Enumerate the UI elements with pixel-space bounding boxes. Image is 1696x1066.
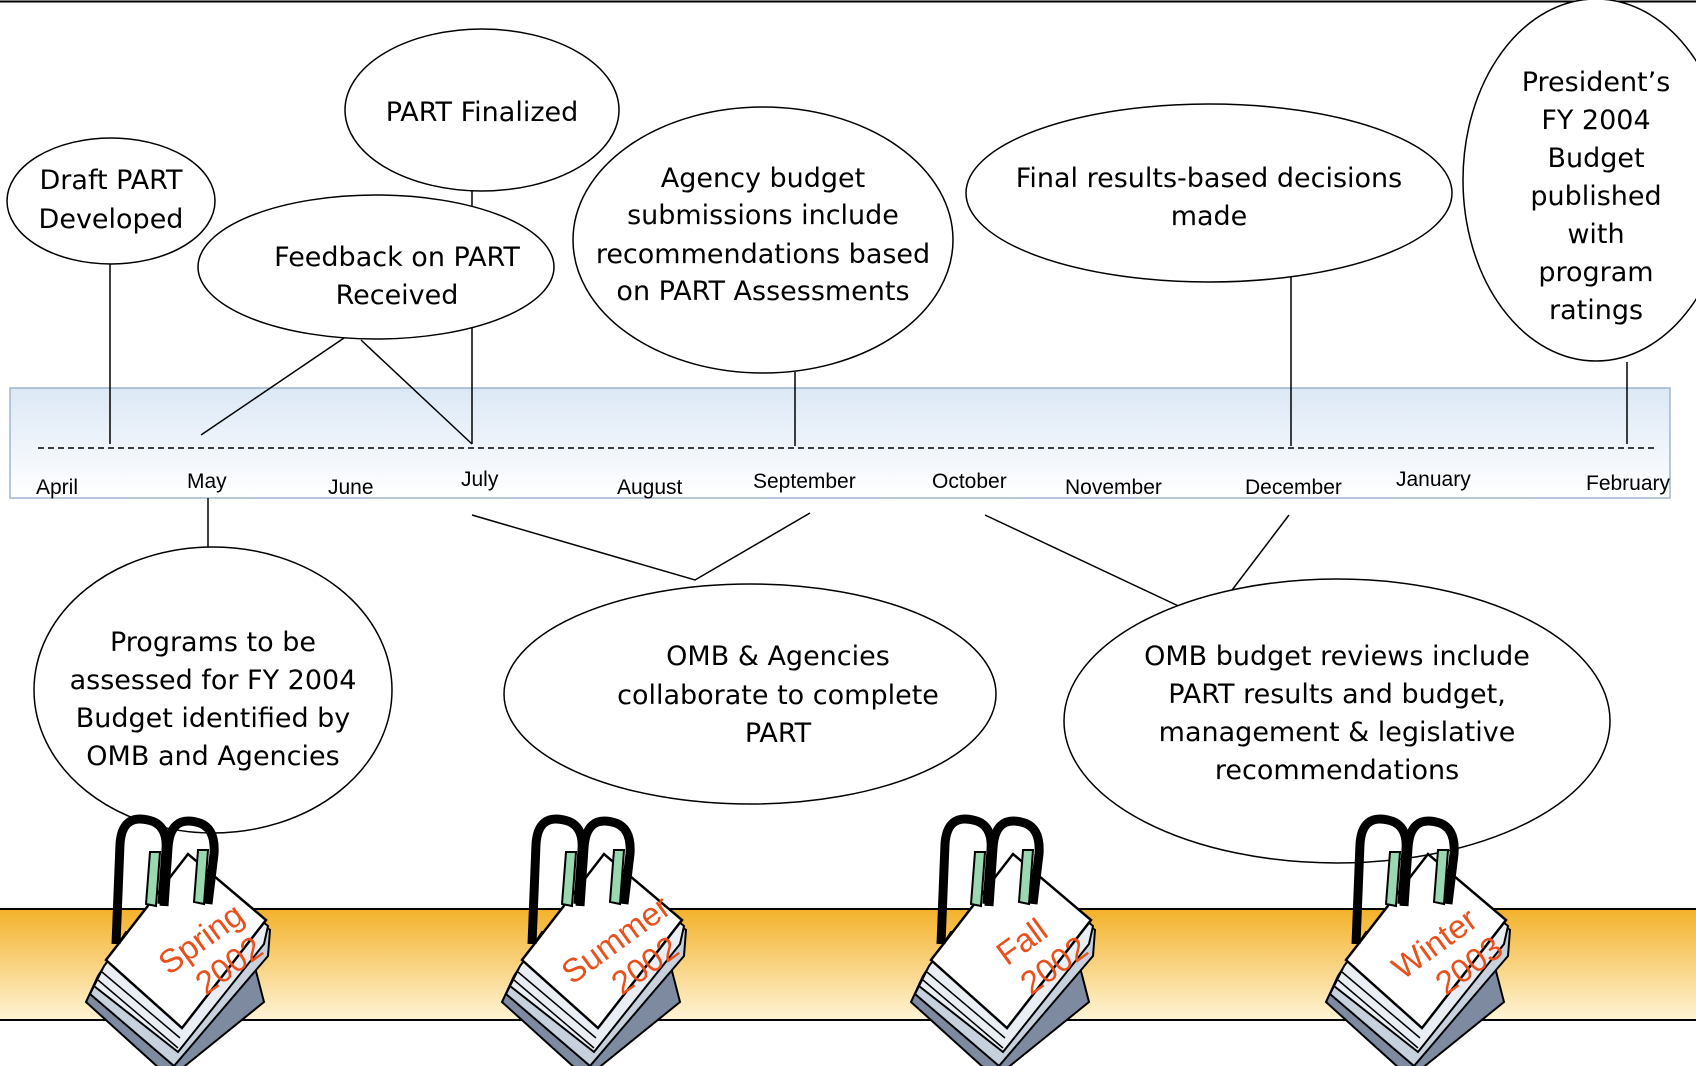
bubble-part-finalized: PART Finalized	[344, 28, 620, 192]
bubble-president-line-3: Budget	[1547, 143, 1644, 174]
bubble-presidents-budget: President’s FY 2004 Budget published wit…	[1462, 0, 1696, 362]
bubble-programs-line-1: Programs to be	[110, 627, 316, 658]
bubble-omb-collaborate: OMB & Agencies collaborate to complete P…	[503, 583, 997, 805]
month-label-october: October	[932, 470, 1007, 493]
month-label-january: January	[1396, 468, 1471, 491]
bubble-programs-line-3: Budget identified by	[76, 703, 351, 734]
bubble-reviews-line-1: OMB budget reviews include	[1144, 641, 1530, 672]
month-label-may: May	[187, 470, 227, 493]
month-label-july: July	[461, 468, 499, 491]
bubble-final-line-1: Final results-based decisions	[1016, 163, 1402, 194]
bubble-reviews-line-3: management & legislative	[1159, 717, 1516, 748]
connector-collaborate	[471, 512, 811, 581]
bubble-reviews-line-4: recommendations	[1215, 755, 1459, 786]
connector-reviews-oct	[984, 514, 1188, 611]
month-label-august: August	[617, 476, 683, 499]
month-label-november: November	[1065, 476, 1162, 499]
bubble-collaborate-line-3: PART	[745, 718, 812, 749]
bubble-agency-line-1: Agency budget	[661, 163, 865, 194]
bubble-draft-part-line-1: Draft PART	[40, 165, 183, 196]
connector-feedback-july	[360, 339, 473, 445]
month-label-june: June	[328, 476, 374, 499]
calendar-fall-2002: Fall 2002	[911, 819, 1095, 1066]
bubble-programs-line-2: assessed for FY 2004	[70, 665, 357, 696]
bubble-president-line-4: published	[1530, 181, 1661, 212]
bubble-omb-reviews: OMB budget reviews include PART results …	[1063, 578, 1611, 864]
bubble-feedback: Feedback on PART Received	[197, 194, 555, 340]
bubble-president-line-5: with	[1567, 219, 1624, 250]
bubble-agency-line-2: submissions include	[627, 200, 899, 231]
bubble-feedback-line-2: Received	[336, 280, 459, 311]
bubble-final-decisions: Final results-based decisions made	[965, 103, 1453, 283]
bubble-president-line-6: program	[1538, 257, 1653, 288]
bubble-president-line-1: President’s	[1522, 67, 1671, 98]
bubble-president-line-7: ratings	[1549, 295, 1643, 326]
bubble-agency-line-3: recommendations based	[596, 239, 930, 270]
month-labels: April May June July August September Oct…	[36, 468, 1671, 499]
month-label-april: April	[36, 476, 78, 499]
bubble-collaborate-line-1: OMB & Agencies	[666, 641, 890, 672]
bubble-part-finalized-line-1: PART Finalized	[386, 97, 579, 128]
bubble-programs-line-4: OMB and Agencies	[86, 741, 339, 772]
bubble-feedback-line-1: Feedback on PART	[274, 242, 520, 273]
bubble-final-line-2: made	[1171, 201, 1248, 232]
calendar-spring-2002: Spring 2002	[86, 819, 273, 1066]
timeline-bar	[9, 387, 1671, 499]
bubble-programs-identified: Programs to be assessed for FY 2004 Budg…	[33, 546, 393, 834]
connector-feedback-may	[200, 337, 345, 436]
bubble-reviews-line-2: PART results and budget,	[1168, 679, 1506, 710]
month-label-september: September	[753, 470, 856, 493]
calendar-summer-2002: Summer 2002	[502, 819, 699, 1066]
bubble-agency-submissions: Agency budget submissions include recomm…	[572, 106, 954, 374]
bubble-draft-part: Draft PART Developed	[6, 137, 216, 265]
month-label-february: February	[1586, 472, 1671, 495]
bubble-collaborate-line-2: collaborate to complete	[617, 680, 939, 711]
bubble-president-line-2: FY 2004	[1541, 105, 1650, 136]
bubble-agency-line-4: on PART Assessments	[616, 276, 909, 307]
connector-reviews-dec	[1225, 514, 1290, 599]
month-label-december: December	[1245, 476, 1342, 499]
bubble-draft-part-line-2: Developed	[39, 204, 184, 235]
calendar-winter-2003: Winter 2003	[1326, 819, 1510, 1066]
